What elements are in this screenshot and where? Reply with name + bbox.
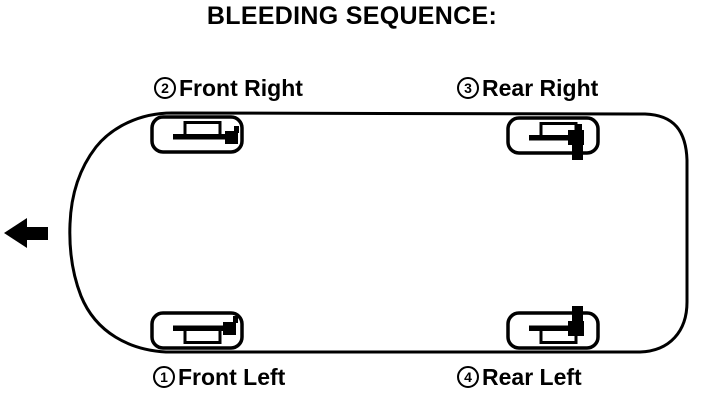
label-front-right: 2 Front Right [154, 75, 303, 101]
wheel-label-text-front-left: Front Left [178, 363, 286, 390]
wheel-label-text-rear-left: Rear Left [482, 363, 582, 390]
brake-caliper-icon-front-left [150, 311, 244, 350]
car-body-outline [68, 111, 689, 354]
brake-caliper-icon-rear-right [506, 116, 600, 160]
sequence-number-badge-front-left: 1 [153, 366, 175, 388]
label-rear-right: 3 Rear Right [457, 75, 598, 101]
sequence-number-badge-rear-right: 3 [457, 77, 479, 99]
front-direction-left-arrow-icon [4, 218, 48, 248]
label-front-left: 1 Front Left [153, 364, 285, 390]
brake-caliper-icon-front-right [150, 115, 244, 154]
label-rear-left: 4 Rear Left [457, 364, 582, 390]
sequence-number-badge-rear-left: 4 [457, 366, 479, 388]
page-title: BLEEDING SEQUENCE: [206, 2, 498, 30]
brake-caliper-icon-rear-left [506, 306, 600, 350]
wheel-label-text-front-right: Front Right [179, 74, 303, 101]
sequence-number-badge-front-right: 2 [154, 77, 176, 99]
wheel-label-text-rear-right: Rear Right [482, 74, 599, 101]
